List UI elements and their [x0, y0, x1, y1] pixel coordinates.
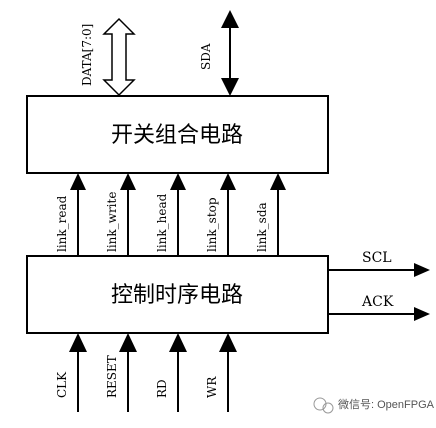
- input-arrow-reset: [119, 333, 137, 412]
- watermark: 微信号: OpenFPGA: [313, 397, 435, 414]
- input-signals: CLK RESET RD WR: [55, 333, 237, 412]
- data-bus-label: DATA[7:0]: [80, 24, 94, 86]
- input-label-wr: WR: [205, 376, 219, 398]
- link-label-link-read: link_read: [55, 195, 69, 252]
- input-arrow-rd: [169, 333, 187, 412]
- sda-arrow: [221, 10, 239, 96]
- link-arrow-link-head: [170, 173, 186, 256]
- scl-arrow: [328, 263, 430, 277]
- data-bus-arrow: [102, 17, 136, 97]
- ack-label: ACK: [361, 294, 394, 310]
- input-label-reset: RESET: [105, 355, 119, 398]
- sda-label: SDA: [199, 43, 213, 70]
- watermark-text: 微信号: OpenFPGA: [338, 397, 435, 411]
- link-arrow-link-stop: [220, 173, 236, 256]
- wechat-icon: [313, 397, 327, 411]
- scl-label: SCL: [362, 250, 392, 266]
- input-label-clk: CLK: [55, 371, 69, 398]
- link-label-link-head: link_head: [155, 193, 169, 252]
- control-timing-label: 控制时序电路: [111, 283, 243, 308]
- switch-combination-box: [26, 95, 329, 174]
- input-arrow-wr: [219, 333, 237, 412]
- link-label-link-sda: link_sda: [255, 202, 269, 252]
- ack-arrow: [328, 307, 430, 321]
- switch-combination-label: 开关组合电路: [111, 123, 243, 148]
- input-label-rd: RD: [155, 379, 169, 398]
- link-arrow-link-write: [120, 173, 136, 256]
- link-arrow-link-sda: [270, 173, 286, 256]
- link-label-link-stop: link_stop: [205, 197, 219, 252]
- link-arrow-link-read: [70, 173, 86, 256]
- link-signals: link_read link_write link_head link_stop lin…: [55, 173, 286, 256]
- control-timing-box: [26, 255, 329, 334]
- input-arrow-clk: [69, 333, 87, 412]
- link-label-link-write: link_write: [105, 192, 119, 252]
